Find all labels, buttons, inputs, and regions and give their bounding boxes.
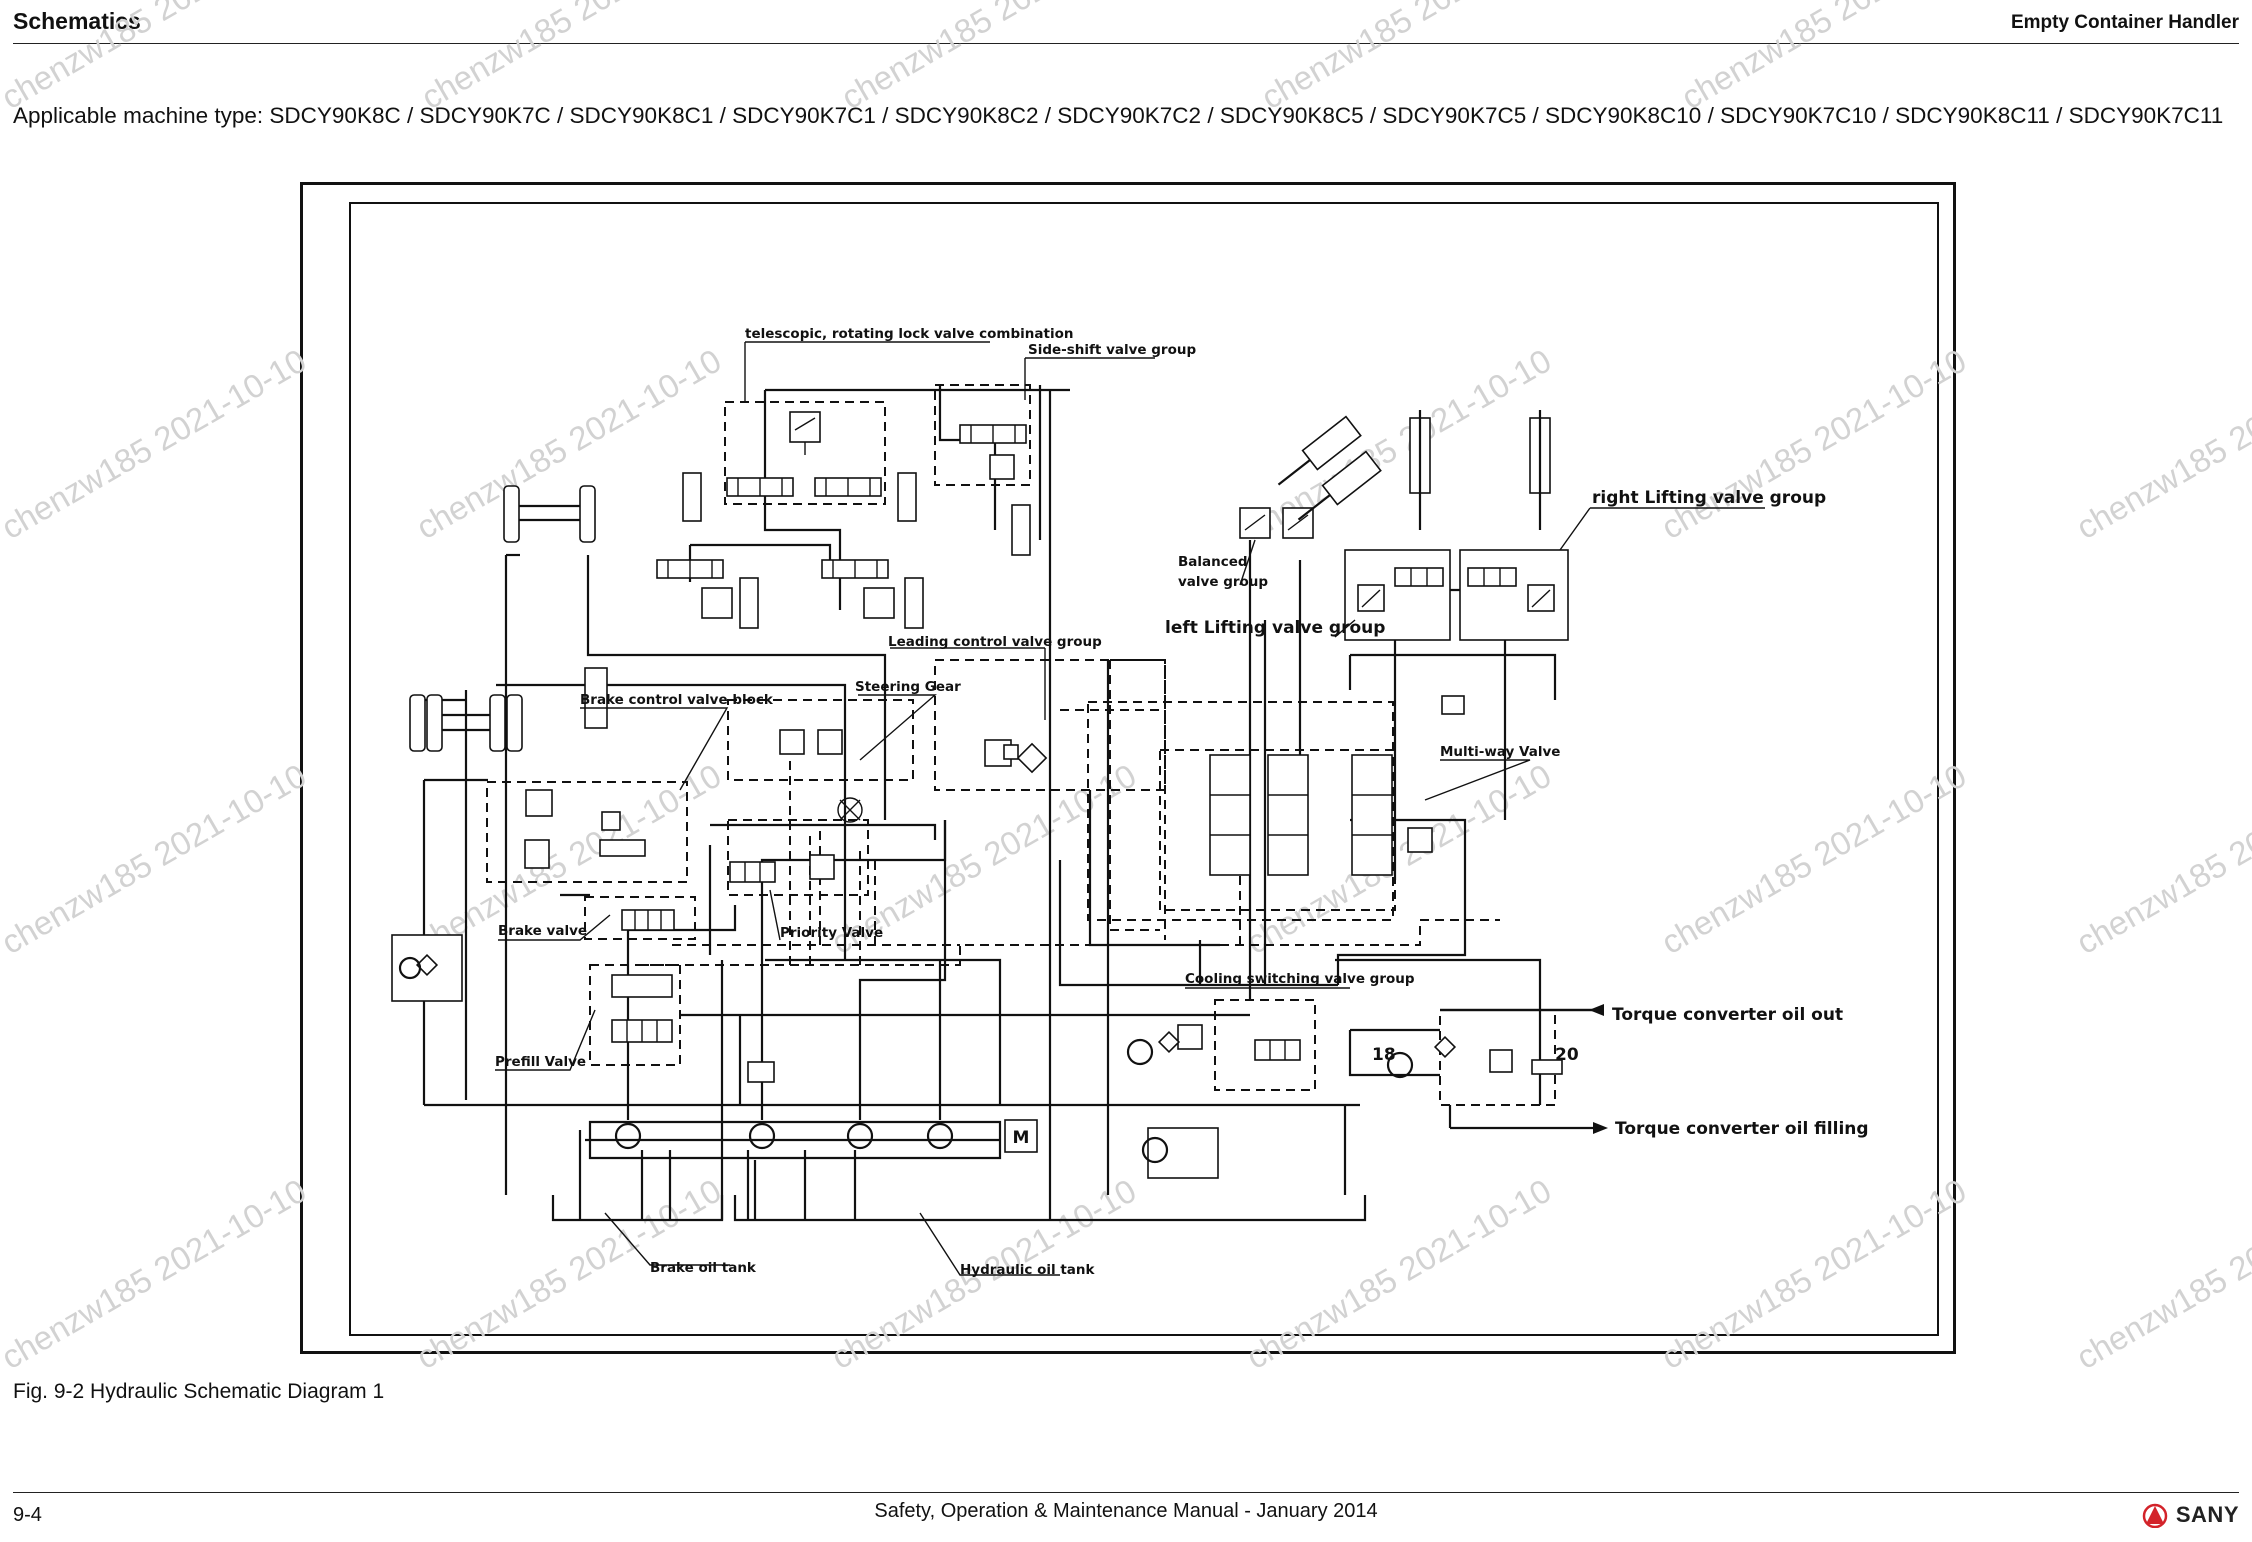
- manual-title: Safety, Operation & Maintenance Manual -…: [874, 1500, 1378, 1522]
- watermark: chenzw185 2021-10-10: [0, 342, 312, 547]
- footer-divider: [13, 1492, 2239, 1493]
- diagram-frame-inner: [349, 202, 1939, 1336]
- watermark: chenzw185 2021-10-10: [2070, 1172, 2252, 1377]
- header-divider: [13, 43, 2239, 44]
- product-title: Empty Container Handler: [2010, 12, 2239, 33]
- sany-logo-icon: [2142, 1503, 2168, 1528]
- page-number: 9-4: [13, 1504, 42, 1526]
- applicable-machine-types: Applicable machine type: SDCY90K8C / SDC…: [13, 103, 2224, 128]
- watermark: chenzw185 2021-10-10: [2070, 757, 2252, 962]
- watermark: chenzw185 2021-10-10: [0, 1172, 312, 1377]
- figure-caption: Fig. 9-2 Hydraulic Schematic Diagram 1: [13, 1380, 385, 1403]
- watermark: chenzw185 2021-10-10: [0, 757, 312, 962]
- watermark: chenzw185 2021-10-10: [2070, 342, 2252, 547]
- watermark: chenzw185 2021-10-10: [415, 0, 732, 116]
- section-title: Schematics: [13, 8, 141, 34]
- watermark: chenzw185 2021-10-10: [1675, 0, 1992, 116]
- brand-logo: SANY: [2140, 1502, 2239, 1528]
- diagram-frame-outer: [300, 182, 1956, 1354]
- brand-name: SANY: [2175, 1502, 2239, 1527]
- watermark: chenzw185 2021-10-10: [1255, 0, 1572, 116]
- watermark: chenzw185 2021-10-10: [835, 0, 1152, 116]
